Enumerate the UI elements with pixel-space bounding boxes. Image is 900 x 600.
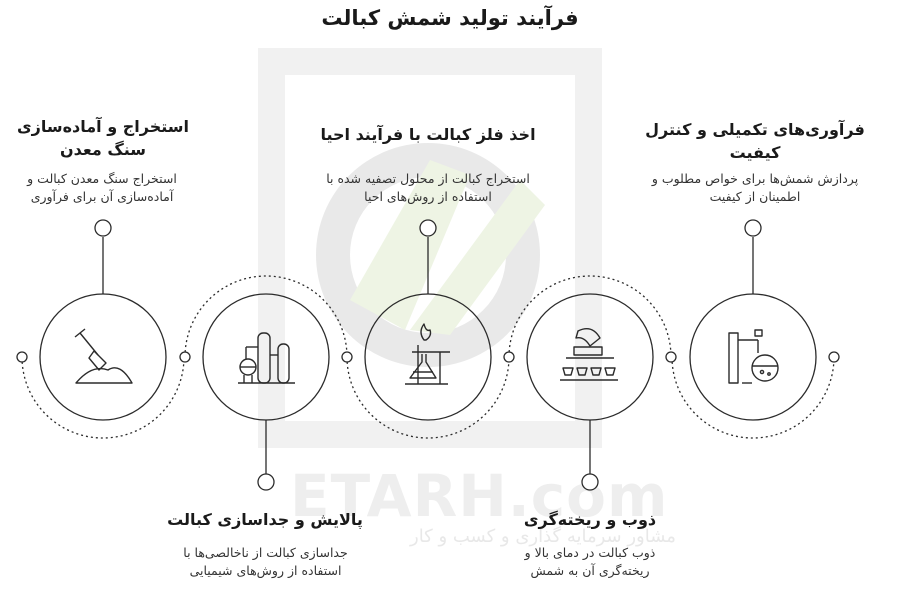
node-marker <box>744 219 762 237</box>
node-marker <box>503 351 515 363</box>
step-1-title: استخراج و آماده‌سازی سنگ معدن <box>16 117 189 159</box>
step-2-circle <box>202 293 330 421</box>
step-5-title: فرآوری‌های تکمیلی و کنترل کیفیت <box>645 120 865 162</box>
ore-pile-shovel-icon <box>74 328 133 384</box>
step-1-description: استخراج سنگ معدن کبالت و آماده‌سازی آن ب… <box>27 171 177 204</box>
lab-quality-control-icon <box>728 329 779 384</box>
step-5-description: پردازش شمش‌ها برای خواص مطلوب و اطمینان … <box>651 171 859 204</box>
step-3-title: اخذ فلز کبالت با فرآیند احیا <box>320 125 536 144</box>
node-marker <box>581 473 599 491</box>
node-marker <box>341 351 353 363</box>
step-2-description: جداسازی کبالت از ناخالصی‌ها با استفاده ا… <box>183 545 348 578</box>
step-3-description: استخراج کبالت از محلول تصفیه شده با استف… <box>326 171 530 204</box>
ingot-casting-icon <box>560 328 618 381</box>
step-4-title: ذوب و ریخته‌گری <box>523 510 657 529</box>
step-4-description: ذوب کبالت در دمای بالا و ریخته‌گری آن به… <box>524 545 656 578</box>
node-marker <box>419 219 437 237</box>
node-marker <box>257 473 275 491</box>
step-4-circle <box>526 293 654 421</box>
watermark-brand: ETARH.com <box>290 462 669 530</box>
step-1-circle <box>39 293 167 421</box>
step-5-circle <box>689 293 817 421</box>
node-marker <box>179 351 191 363</box>
step-2-title: پالایش و جداسازی کبالت <box>167 510 363 529</box>
node-marker <box>665 351 677 363</box>
diagram-title: فرآیند تولید شمش کبالت <box>321 6 579 30</box>
watermark-tagline: مشاور سرمایه گذاری و کسب و کار <box>410 526 676 547</box>
refinery-tanks-icon <box>238 332 295 384</box>
dotted-arcs <box>21 275 835 439</box>
node-marker <box>94 219 112 237</box>
step-3-circle <box>364 293 492 421</box>
flask-burner-icon <box>405 323 450 385</box>
node-marker <box>16 351 28 363</box>
node-marker <box>828 351 840 363</box>
